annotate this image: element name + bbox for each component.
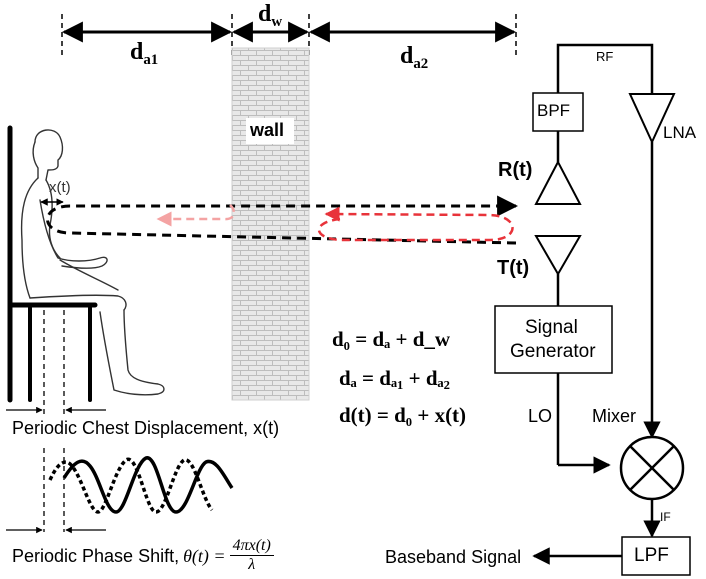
phase-shift-theta: θ(t) = (183, 545, 226, 566)
baseband-signal-label: Baseband Signal (385, 547, 522, 567)
chest-displacement-label: x(t) (49, 179, 71, 196)
phase-shift-waves (6, 448, 234, 534)
shifted-wave (62, 456, 234, 514)
reference-wave (48, 457, 214, 514)
lo-label: LO (528, 406, 553, 426)
phase-shift-denominator: λ (248, 556, 256, 573)
transmit-antenna (534, 235, 582, 276)
bpf-label: BPF (537, 101, 571, 120)
if-label: IF (660, 510, 671, 524)
lpf-block (621, 536, 691, 576)
equation-total-distance: d₀ = dₐ + d_w (332, 327, 451, 351)
lna-label: LNA (663, 123, 697, 142)
phase-shift-caption: Periodic Phase Shift, θ(t) = 4πx(t) λ (12, 538, 274, 573)
signal-generator-label-line1: Signal (525, 317, 578, 338)
lna-amplifier (628, 93, 676, 145)
distance-markers (61, 14, 517, 56)
receive-antenna (534, 159, 582, 205)
signal-generator-label-line2: Generator (510, 341, 596, 362)
bpf-block (532, 92, 584, 132)
transmit-signal-label: T(t) (497, 257, 530, 279)
receive-signal-label: R(t) (498, 159, 533, 181)
phase-shift-caption-text: Periodic Phase Shift, (12, 545, 180, 566)
chest-displacement-caption: Periodic Chest Displacement, x(t) (12, 418, 280, 438)
mixer-symbol (619, 435, 685, 501)
chest-displacement-markers (6, 310, 106, 418)
equation-air-distance: dₐ = dₐ₁ + dₐ₂ (339, 366, 450, 390)
rf-label: RF (596, 49, 614, 64)
seated-person (7, 125, 165, 403)
wall (231, 47, 310, 401)
distance-label-da2: da2 (400, 43, 429, 73)
phase-shift-numerator: 4πx(t) (229, 538, 274, 556)
rf-wiring (532, 43, 661, 565)
equation-time-distance: d(t) = d₀ + x(t) (339, 403, 467, 427)
phase-shift-fraction: 4πx(t) λ (229, 538, 274, 573)
lpf-label: LPF (634, 545, 669, 566)
signal-path (46, 195, 519, 245)
wall-reflection (156, 204, 514, 242)
wall-label: wall (250, 120, 285, 140)
wall-label-box (246, 118, 294, 144)
mixer-label: Mixer (592, 406, 636, 426)
distance-label-da1: da1 (130, 39, 159, 69)
distance-label-dw: dw (258, 1, 283, 31)
signal-generator-block (494, 305, 613, 374)
